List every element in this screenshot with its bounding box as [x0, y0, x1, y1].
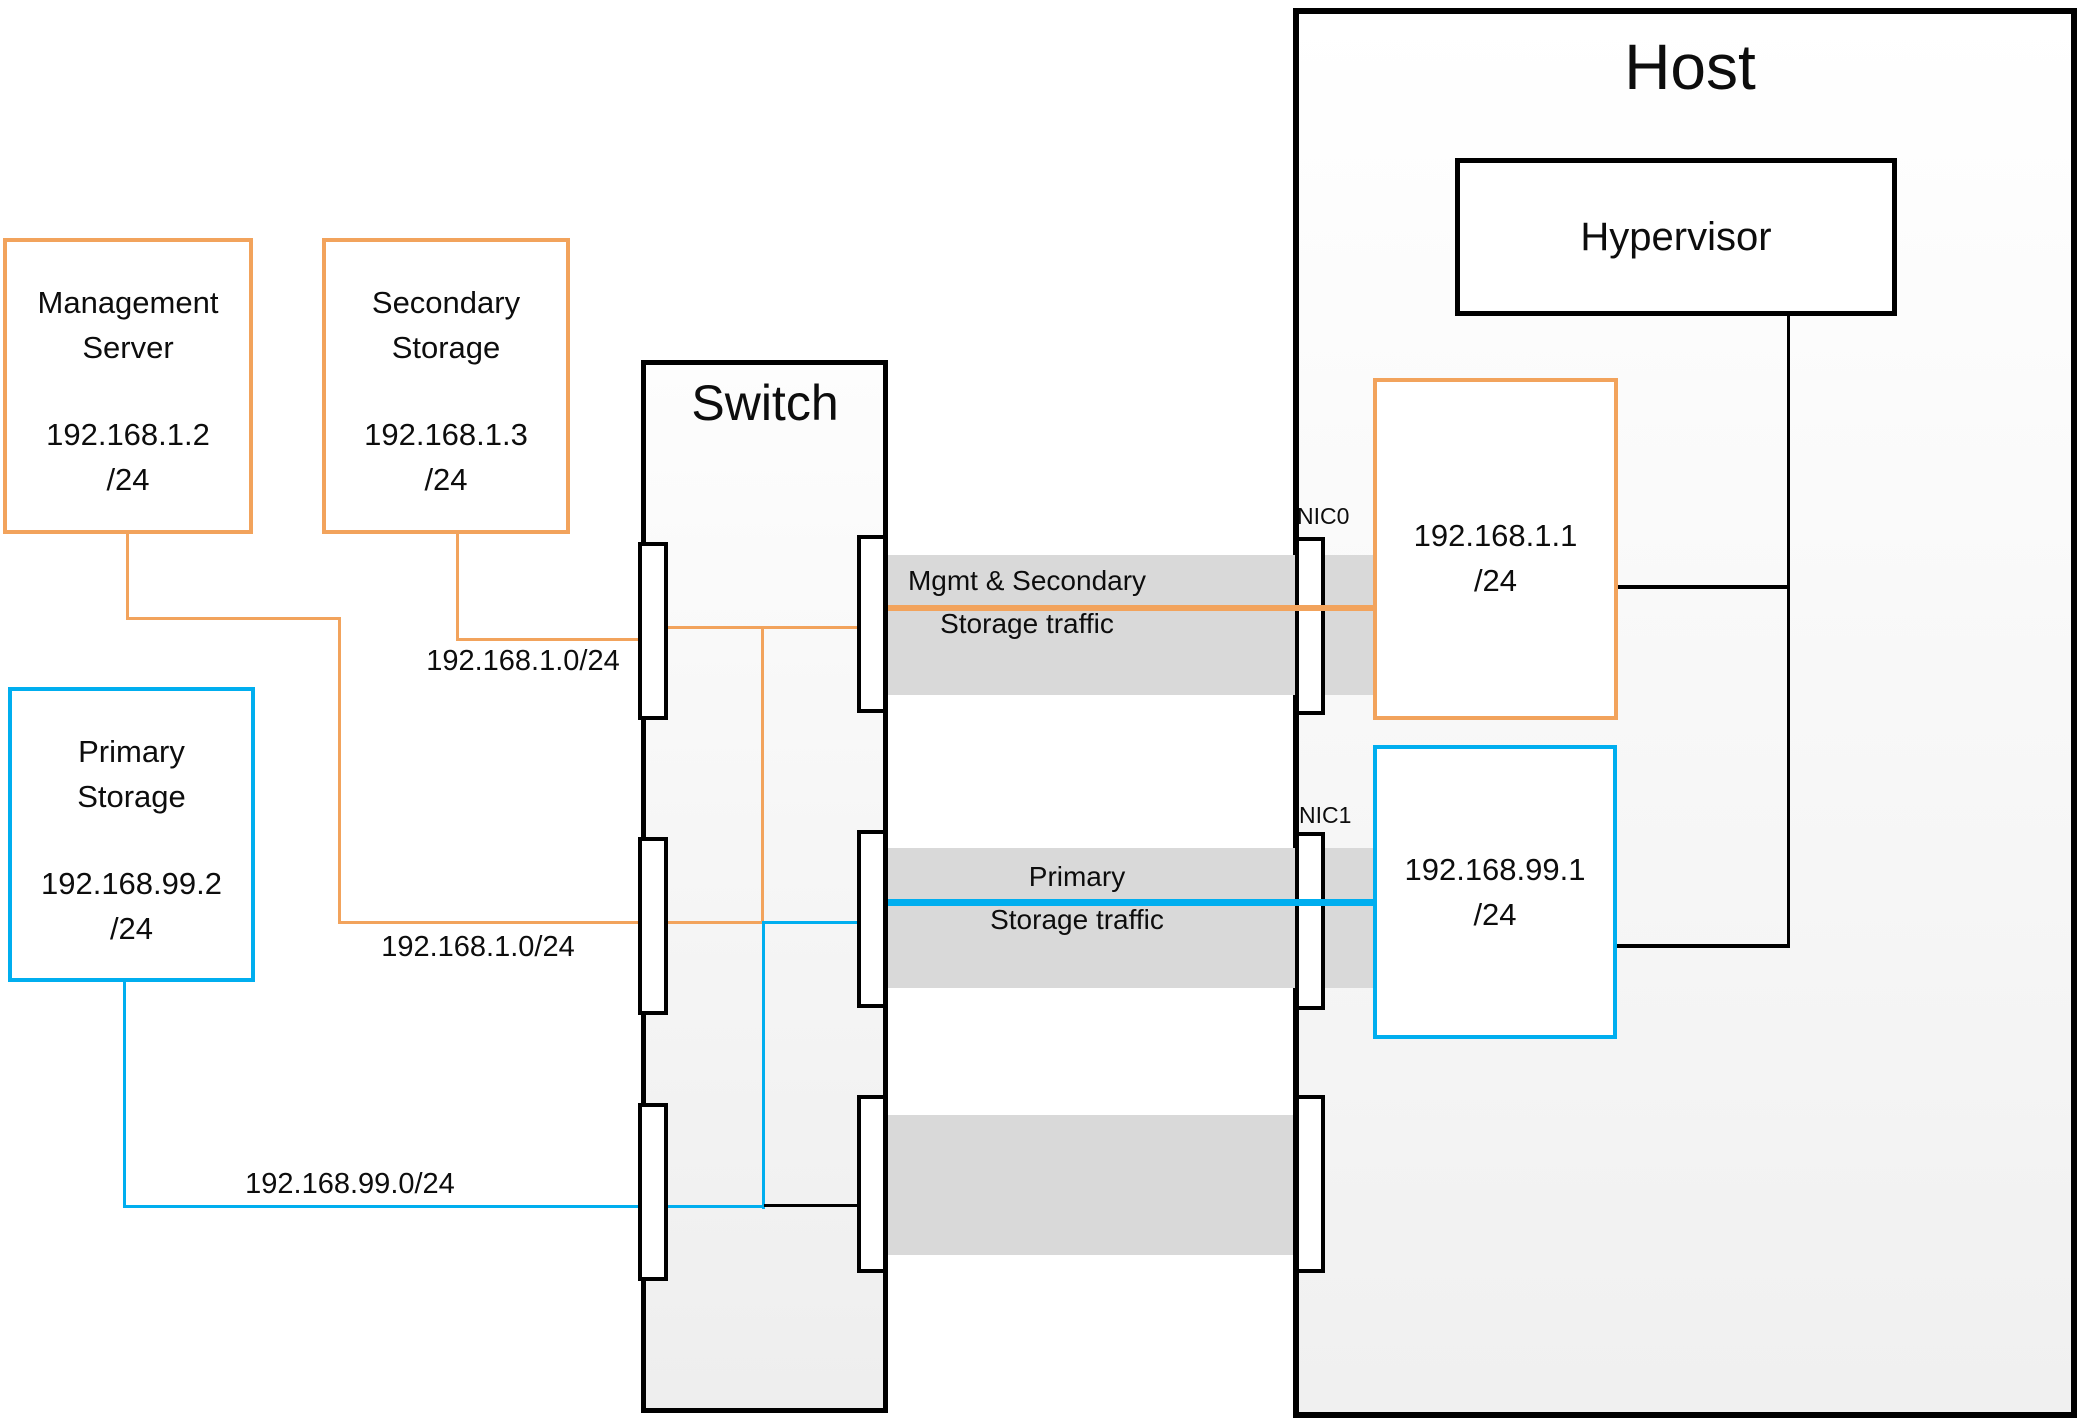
nic1-mask: /24: [1473, 897, 1517, 932]
primary-storage-mask: /24: [109, 911, 154, 946]
nic1-ip-box: 192.168.99.1 /24: [1373, 745, 1617, 1039]
switch-port-left-2: [638, 837, 668, 1015]
primary-traffic-band: [888, 848, 1373, 988]
management-server-name-line1: Management: [37, 285, 219, 320]
switch-port-left-3: [638, 1103, 668, 1281]
primary-link-line-h: [123, 1205, 640, 1208]
host-nic0-port: [1295, 537, 1325, 715]
switch-box: [641, 360, 888, 1413]
mgmt-link-line-h2: [338, 921, 765, 924]
primary-traffic-line: [888, 899, 1375, 906]
secondary-storage-mask: /24: [424, 462, 468, 497]
switch-internal-blue-v: [762, 921, 765, 1209]
management-server-ip: 192.168.1.2: [46, 417, 210, 452]
secondary-link-line-h: [456, 638, 640, 641]
nic0-hypervisor-connector: [1618, 585, 1790, 589]
spare-traffic-band: [888, 1115, 1293, 1255]
management-server-box: Management Server 192.168.1.2 /24: [3, 238, 253, 534]
primary-link-line-v: [123, 981, 126, 1208]
mgmt-secondary-traffic-line: [888, 605, 1375, 611]
secondary-link-line-v: [456, 533, 459, 641]
mgmt-link-line-h1: [126, 617, 341, 620]
secondary-storage-name-line2: Storage: [391, 330, 501, 365]
hypervisor-box: Hypervisor: [1455, 158, 1897, 316]
host-title: Host: [1624, 31, 1756, 103]
mgmt-link-line-v2: [338, 617, 341, 924]
management-server-mask: /24: [106, 462, 150, 497]
switch-internal-blue-h1: [764, 921, 859, 924]
mgmt-traffic-label-line2: Storage traffic: [940, 608, 1114, 639]
hypervisor-label: Hypervisor: [1580, 214, 1772, 259]
nic1-ip: 192.168.99.1: [1404, 852, 1586, 887]
host-nic1-port: [1295, 832, 1325, 1010]
primary-traffic-label-line1: Primary: [1028, 861, 1126, 892]
switch-internal-orange-v: [761, 626, 764, 924]
primary-storage-name-line2: Storage: [77, 779, 186, 814]
secondary-subnet-label: 192.168.1.0/24: [426, 645, 620, 677]
switch-port-left-1: [638, 542, 668, 720]
nic0-mask: /24: [1473, 563, 1518, 598]
nic0-ip: 192.168.1.1: [1413, 518, 1578, 553]
primary-storage-ip: 192.168.99.2: [40, 866, 222, 901]
management-server-name-line2: Server: [82, 330, 174, 365]
primary-traffic-label-line2: Storage traffic: [990, 904, 1164, 935]
switch-port-right-2: [857, 830, 887, 1008]
host-spare-port: [1295, 1095, 1325, 1273]
primary-subnet-label: 192.168.99.0/24: [245, 1168, 455, 1200]
switch-port-right-3: [857, 1095, 887, 1273]
secondary-storage-ip: 192.168.1.3: [364, 417, 528, 452]
primary-storage-name-line1: Primary: [78, 734, 185, 769]
management-subnet-label: 192.168.1.0/24: [381, 931, 575, 963]
switch-internal-black-h: [764, 1204, 859, 1207]
nic0-ip-box: 192.168.1.1 /24: [1373, 378, 1618, 720]
switch-port-right-1: [857, 535, 887, 713]
mgmt-traffic-label-line1: Mgmt & Secondary: [907, 565, 1147, 596]
nic1-hypervisor-connector: [1617, 944, 1790, 948]
switch-internal-blue-h2: [668, 1205, 764, 1208]
primary-storage-box: Primary Storage 192.168.99.2 /24: [8, 687, 255, 982]
nic1-label: NIC1: [1299, 802, 1352, 828]
secondary-storage-box: Secondary Storage 192.168.1.3 /24: [322, 238, 570, 534]
secondary-storage-name-line1: Secondary: [371, 285, 521, 320]
switch-title: Switch: [691, 375, 839, 431]
hypervisor-drop-line: [1787, 315, 1790, 948]
mgmt-link-line-v1: [126, 533, 129, 620]
nic0-label: NIC0: [1297, 503, 1350, 529]
mgmt-secondary-traffic-band: [888, 555, 1373, 695]
